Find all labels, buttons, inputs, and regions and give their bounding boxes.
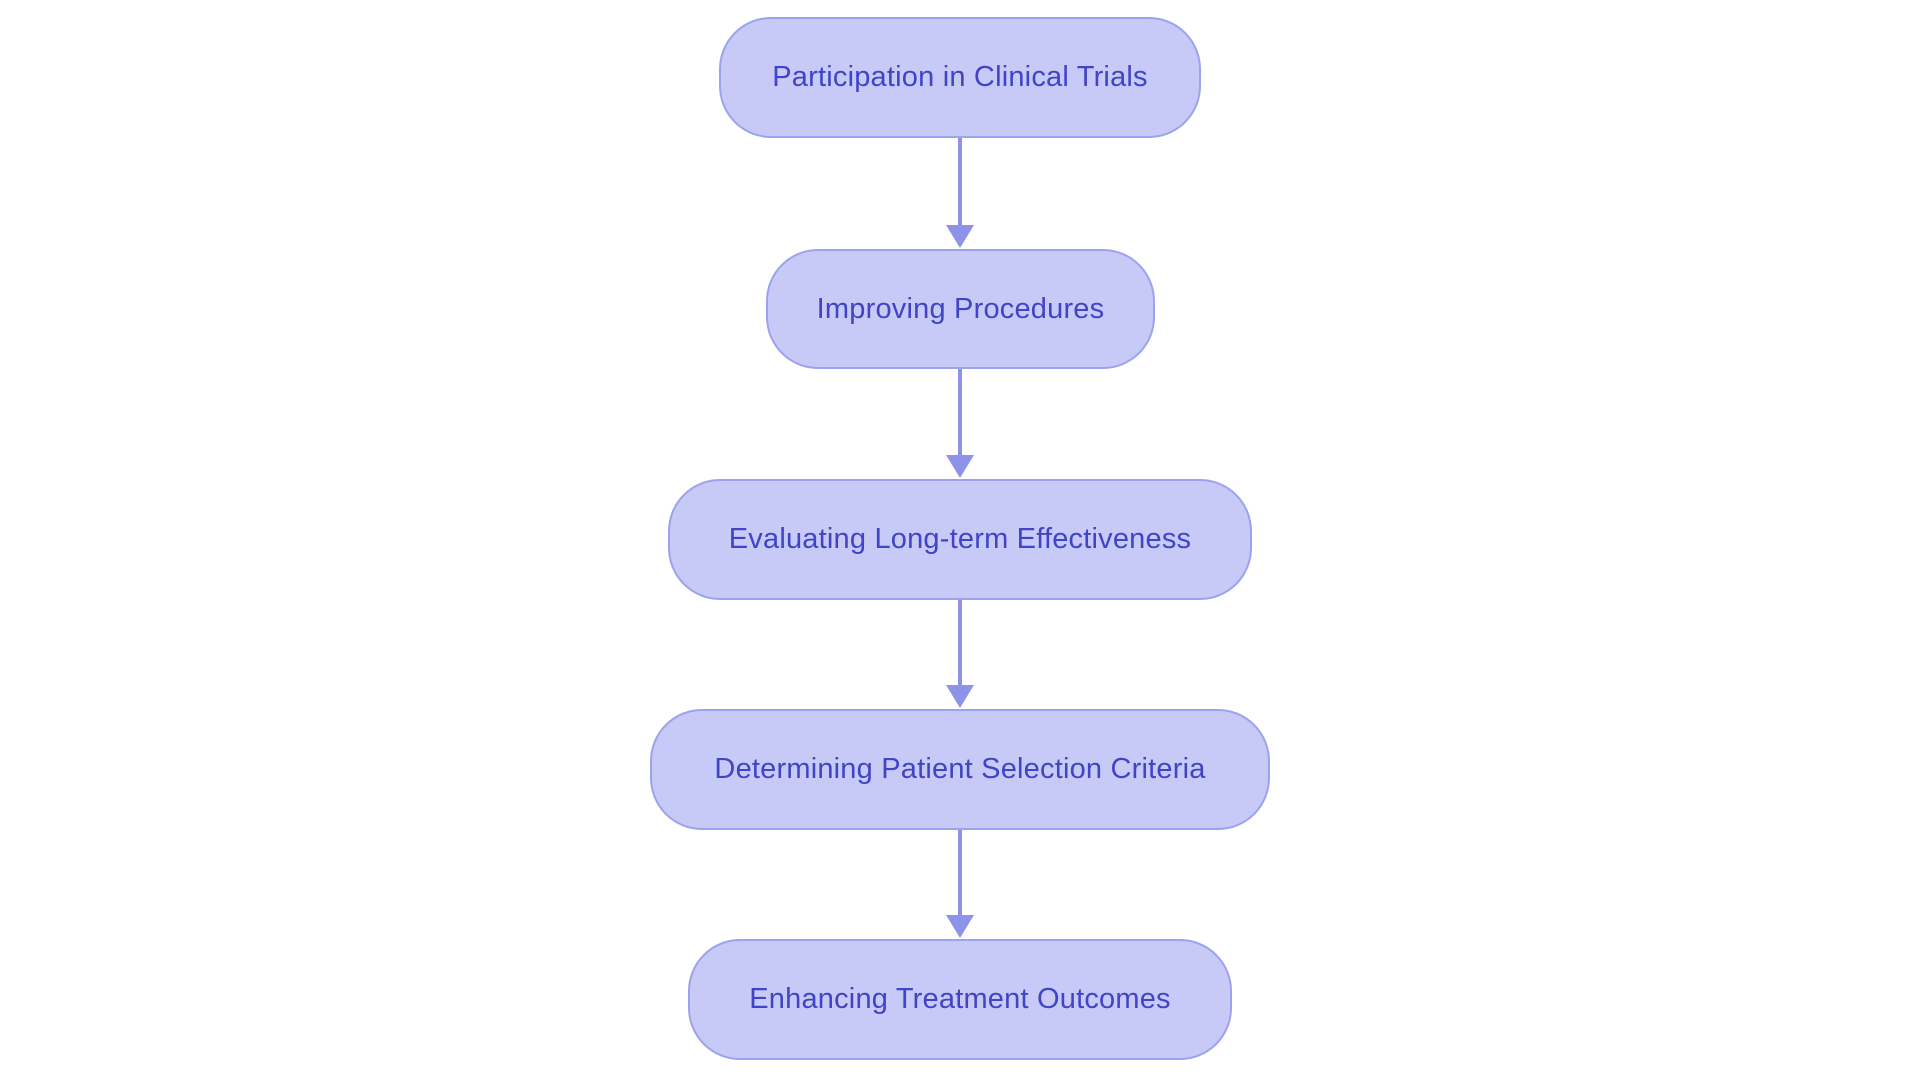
connector-arrow-shaft-1 [958,138,962,227]
flow-node-evaluating-long-term-effectiveness: Evaluating Long-term Effectiveness [668,479,1252,600]
flow-node-label: Improving Procedures [816,292,1105,325]
flow-node-label: Participation in Clinical Trials [772,61,1148,93]
connector-arrow-shaft-3 [958,600,962,687]
connector-arrow-shaft-4 [958,830,962,917]
arrow-down-icon [946,455,974,478]
flow-node-enhancing-treatment-outcomes: Enhancing Treatment Outcomes [688,939,1232,1060]
arrow-down-icon [946,915,974,938]
arrow-down-icon [946,685,974,708]
flow-node-participation-in-clinical-trials: Participation in Clinical Trials [719,17,1201,138]
flow-node-label: Determining Patient Selection Criteria [714,753,1206,785]
connector-arrow-shaft-2 [958,369,962,457]
arrow-down-icon [946,225,974,248]
flow-node-label: Evaluating Long-term Effectiveness [728,523,1192,555]
flow-node-improving-procedures: Improving Procedures [766,249,1155,369]
flow-node-determining-patient-selection-criteria: Determining Patient Selection Criteria [650,709,1270,830]
flow-node-label: Enhancing Treatment Outcomes [749,983,1171,1015]
